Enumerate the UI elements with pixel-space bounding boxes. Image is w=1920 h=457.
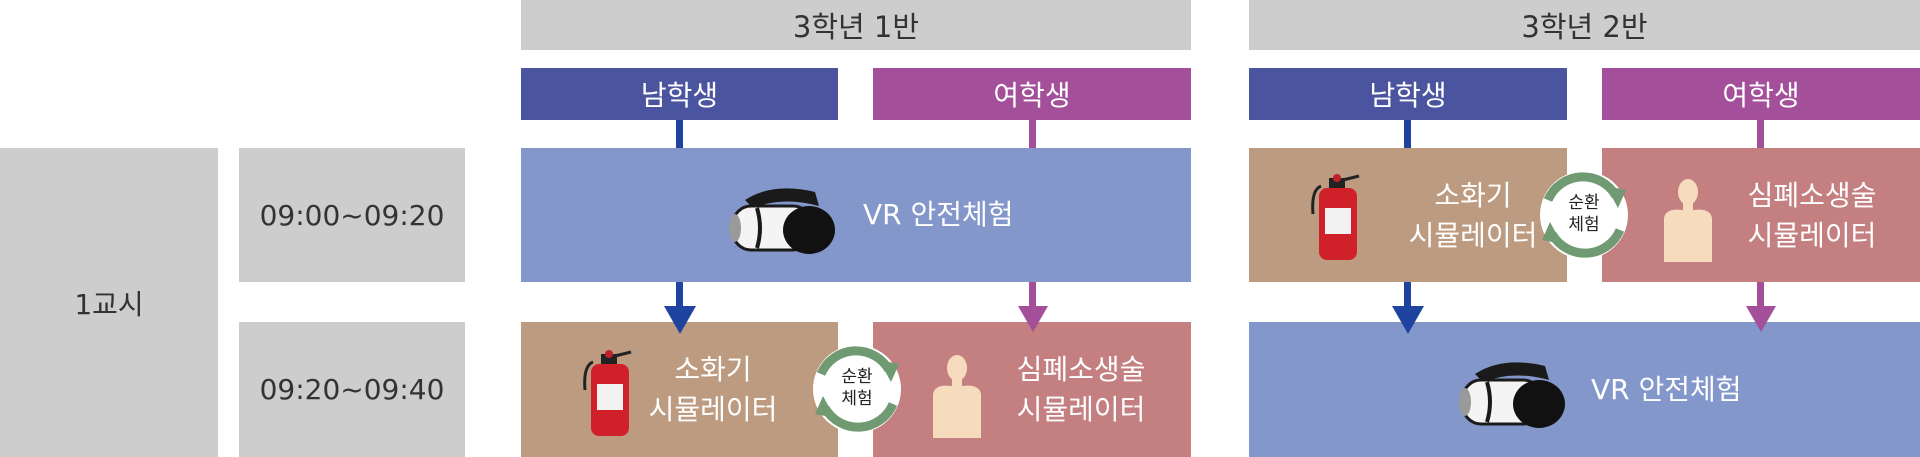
cycle-badge-text: 순환 체험 xyxy=(833,366,881,410)
class-1-title: 3학년 1반 xyxy=(521,0,1191,50)
cpr-label: 심폐소생술 시뮬레이터 xyxy=(1722,176,1902,256)
class-2-fire-block: 소화기 시뮬레이터 xyxy=(1249,148,1567,282)
connector-line xyxy=(1404,120,1411,148)
time-slot-2: 09:20~09:40 xyxy=(239,322,465,457)
cycle-line1: 순환 xyxy=(841,367,873,387)
cpr-mannequin-icon xyxy=(1664,179,1712,262)
cpr-label: 심폐소생술 시뮬레이터 xyxy=(991,350,1171,430)
arrow-down-icon xyxy=(664,282,696,334)
arrow-down-icon xyxy=(1746,282,1776,332)
class-2-girls-header: 여학생 xyxy=(1602,68,1920,120)
cycle-arrows-icon xyxy=(1540,171,1628,259)
cpr-label-line2: 시뮬레이터 xyxy=(1016,393,1146,426)
cpr-mannequin-icon xyxy=(933,355,981,438)
connector-line xyxy=(1757,120,1764,148)
cycle-line2: 체험 xyxy=(1568,215,1600,235)
arrow-down-icon xyxy=(1018,282,1048,332)
time-slot-1: 09:00~09:20 xyxy=(239,148,465,282)
class-2-boys-header: 남학생 xyxy=(1249,68,1567,120)
cpr-label-line1: 심폐소생술 xyxy=(1016,353,1146,386)
class-1-girls-header: 여학생 xyxy=(873,68,1191,120)
cpr-label-line2: 시뮬레이터 xyxy=(1747,219,1877,252)
class-1-vr-block: VR 안전체험 xyxy=(521,148,1191,282)
fire-label: 소화기 시뮬레이터 xyxy=(1403,176,1543,256)
cpr-label-line1: 심폐소생술 xyxy=(1747,179,1877,212)
fire-label-line1: 소화기 xyxy=(674,353,752,386)
vr-label: VR 안전체험 xyxy=(1591,373,1742,406)
cycle-line1: 순환 xyxy=(1568,193,1600,213)
class-1-cpr-block: 심폐소생술 시뮬레이터 xyxy=(873,322,1191,457)
fire-extinguisher-icon xyxy=(583,350,632,436)
class-2-cpr-block: 심폐소생술 시뮬레이터 xyxy=(1602,148,1920,282)
fire-label-line1: 소화기 xyxy=(1434,179,1512,212)
connector-line xyxy=(1029,120,1036,148)
fire-label-line2: 시뮬레이터 xyxy=(648,393,778,426)
class-1-fire-block: 소화기 시뮬레이터 xyxy=(521,322,838,457)
fire-label-line2: 시뮬레이터 xyxy=(1408,219,1538,252)
cycle-line2: 체험 xyxy=(841,389,873,409)
fire-label: 소화기 시뮬레이터 xyxy=(643,350,783,430)
cycle-arrows-icon xyxy=(813,345,901,433)
cycle-badge-text: 순환 체험 xyxy=(1560,192,1608,236)
arrow-down-icon xyxy=(1392,282,1424,334)
fire-extinguisher-icon xyxy=(1311,174,1360,260)
class-2-vr-block: VR 안전체험 xyxy=(1249,322,1920,457)
vr-label: VR 안전체험 xyxy=(863,198,1014,231)
class-2-title: 3학년 2반 xyxy=(1249,0,1920,50)
vr-headset-icon xyxy=(729,188,835,254)
class-1-boys-header: 남학생 xyxy=(521,68,838,120)
period-label: 1교시 xyxy=(0,148,218,457)
vr-headset-icon xyxy=(1459,362,1565,428)
connector-line xyxy=(676,120,683,148)
